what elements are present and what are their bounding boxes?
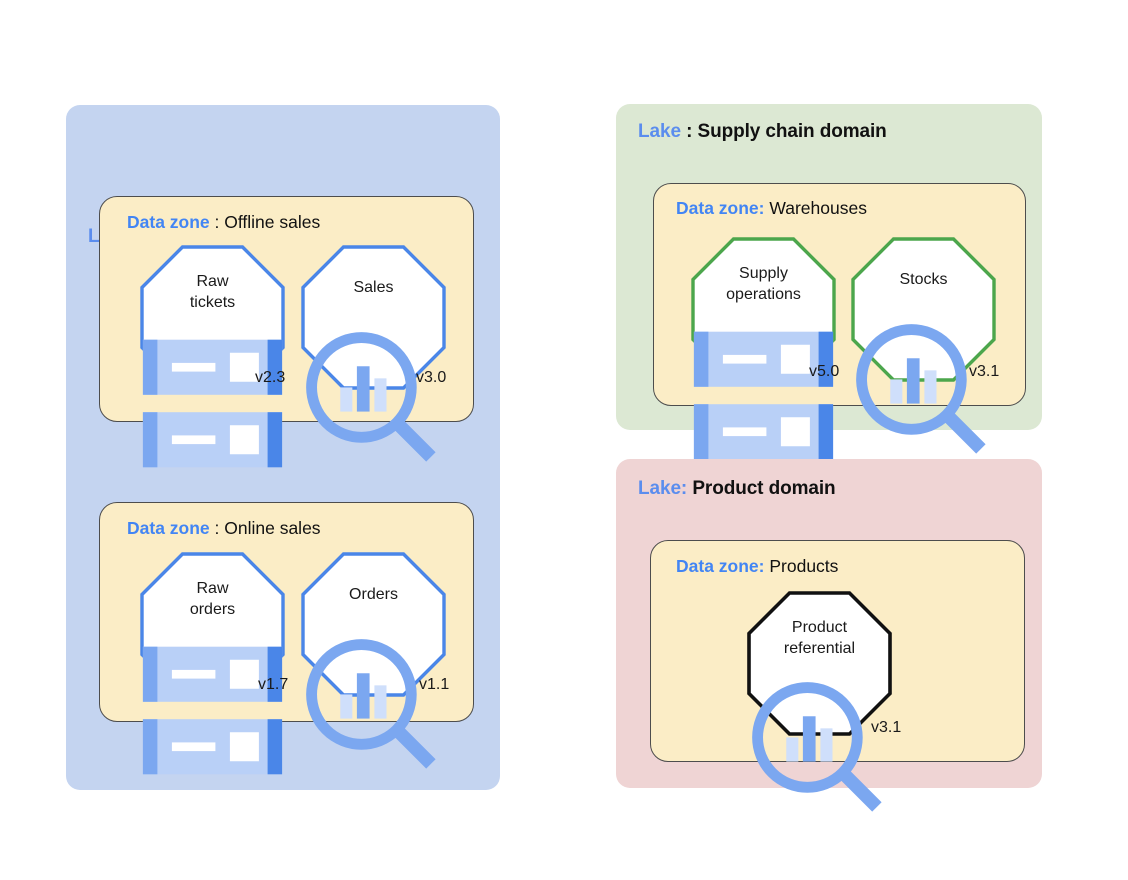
lake-name: Supply chain domain [697,121,887,142]
data-zone-keyword: Data zone [127,518,210,538]
lake-name: Product domain [692,478,836,499]
data-asset-label: Supply operations [726,265,801,303]
data-asset-product-referential[interactable]: Product referential v3.1 [747,591,901,812]
data-zone-title-online-sales: Data zone : Online sales [127,518,321,539]
data-asset-label: Orders [349,586,398,603]
data-asset-supply-operations[interactable]: Supply operations v5.0 [691,237,840,460]
data-zone-separator: : [758,198,770,218]
data-zone-title-warehouses: Data zone: Warehouses [676,198,867,219]
octagon-shape-blue [301,245,446,390]
octagon-shape-blue [301,552,446,697]
data-asset-sales[interactable]: Sales v3.0 [301,245,447,462]
data-zone-name: Offline sales [224,212,321,232]
data-asset-label: Raw tickets [189,273,236,311]
data-zone-separator: : [758,556,770,576]
lake-title-product-domain: Lake: Product domain [638,478,836,500]
data-asset-label: Product referential [783,619,856,657]
data-asset-version: v1.1 [419,676,450,693]
data-asset-version: v3.1 [871,719,902,736]
data-zone-title-products: Data zone: Products [676,556,838,577]
data-asset-version: v5.0 [809,363,840,380]
data-asset-version: v2.3 [255,369,286,386]
data-zone-keyword: Data zone [127,212,210,232]
data-asset-raw-orders[interactable]: Raw orders v1.7 [140,552,289,775]
data-zone-name: Warehouses [769,198,867,218]
data-asset-version: v3.0 [416,369,447,386]
data-zone-separator: : [209,518,225,538]
data-zone-keyword: Data zone [676,556,759,576]
data-asset-label: Stocks [899,271,948,288]
lake-separator: : [680,121,698,142]
data-zone-keyword: Data zone [676,198,759,218]
lake-title-supply-chain-domain: Lake : Supply chain domain [638,121,887,143]
data-asset-version: v1.7 [258,676,289,693]
data-asset-orders[interactable]: Orders v1.1 [301,552,450,769]
data-asset-version: v3.1 [969,363,1000,380]
lake-separator: : [680,478,693,499]
lake-keyword: Lake [638,121,681,142]
data-zone-name: Products [769,556,839,576]
data-asset-label: Sales [353,279,394,296]
data-zone-name: Online sales [224,518,321,538]
data-asset-stocks[interactable]: Stocks v3.1 [851,237,1000,454]
data-asset-raw-tickets[interactable]: Raw tickets v2.3 [140,245,286,468]
lake-keyword: Lake [638,478,681,499]
octagon-shape-green [851,237,996,382]
data-zone-title-offline-sales: Data zone : Offline sales [127,212,320,233]
data-zone-separator: : [209,212,225,232]
data-asset-label: Raw orders [189,580,236,618]
